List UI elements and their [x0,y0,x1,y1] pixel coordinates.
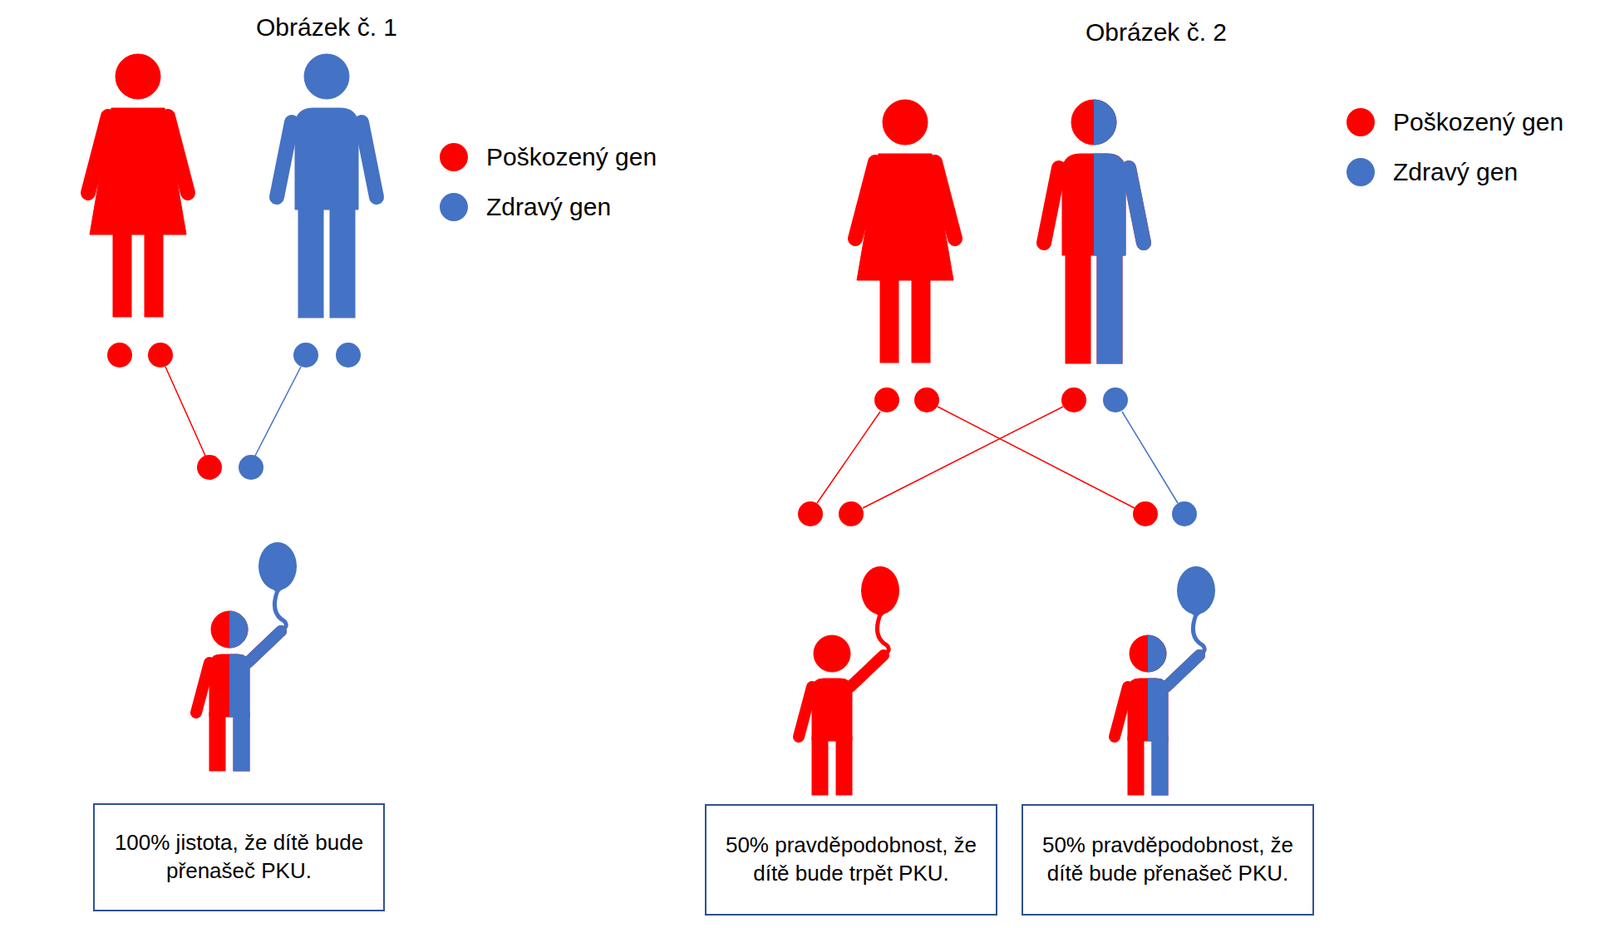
inheritance-line [165,366,206,456]
gene-dot [838,501,864,527]
inheritance-line [937,406,1135,508]
gene-dot [107,342,133,368]
gene-dot [914,387,940,413]
legend-text: Zdravý gen [1393,157,1518,187]
gene-dot [1061,387,1087,413]
gene-dot [196,454,222,480]
gene-dot [797,501,823,527]
inheritance-line [817,411,881,503]
figure-title: Obrázek č. 1 [256,13,398,42]
legend-swatch [439,142,468,172]
result-box: 50% pravděpodobnost, že dítě bude přenaš… [1021,803,1315,916]
box-content: 50% pravděpodobnost, že dítě bude trpět … [718,831,985,888]
box-content: 100% jistota, že dítě bude přenašeč PKU. [106,828,372,886]
mother-figure [88,54,188,317]
mother-figure [855,99,956,363]
child-figure [1114,566,1216,795]
result-box: 100% jistota, že dítě bude přenašeč PKU. [93,802,385,911]
result-text: 50% pravděpodobnost, že dítě bude trpět … [718,831,985,888]
child-figure [798,566,900,795]
legend-swatch [1346,157,1375,187]
legend-entry: Zdravý gen [439,192,611,222]
inheritance-line [1122,411,1178,503]
legend-entry: Zdravý gen [1346,157,1518,187]
gene-dot [1132,501,1158,527]
box-content: 50% pravděpodobnost, že dítě bude přenaš… [1034,831,1301,888]
legend-swatch [439,192,468,222]
result-text: 50% pravděpodobnost, že dítě bude přenaš… [1034,831,1301,888]
gene-dot [293,342,319,368]
gene-dot [147,342,173,368]
legend-text: Zdravý gen [486,192,611,222]
legend-swatch [1346,108,1375,137]
result-box: 50% pravděpodobnost, že dítě bude trpět … [704,803,998,916]
gene-dot [1102,387,1128,413]
child-figure [196,541,297,771]
figure-title: Obrázek č. 2 [1085,18,1227,47]
legend-entry: Poškozený gen [1346,108,1564,137]
inheritance-line [255,366,301,456]
inheritance-line [862,406,1064,508]
legend-text: Poškozený gen [1393,108,1564,137]
father-figure [276,54,377,318]
gene-dot [874,387,900,413]
legend-text: Poškozený gen [486,142,657,172]
father-figure [1043,99,1144,364]
gene-dot [335,342,361,368]
gene-dot [238,454,264,480]
result-text: 100% jistota, že dítě bude přenašeč PKU. [106,828,372,886]
gene-dot [1171,501,1197,527]
legend-entry: Poškozený gen [439,142,657,172]
